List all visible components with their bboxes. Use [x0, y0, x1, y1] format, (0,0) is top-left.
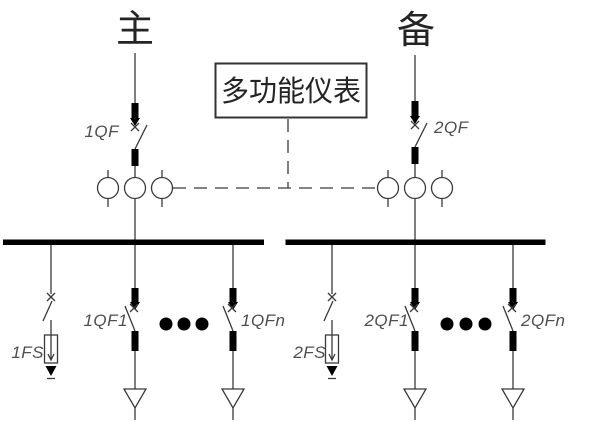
- multifunction-meter-box: 多功能仪表: [173, 62, 377, 189]
- outgoing-arrow-icon: [220, 388, 246, 410]
- incomer1-blade: [134, 124, 148, 150]
- fuse2-terminal-arrow-icon: [326, 366, 338, 376]
- feeder-1qf1: 1QF1: [83, 245, 148, 420]
- main-source-label: 主: [116, 9, 154, 51]
- fuse2-inner-arrow-icon: [328, 353, 336, 362]
- incomer2-label: 2QF: [433, 118, 470, 137]
- incomer1-label: 1QF: [84, 122, 120, 141]
- left-busbar: [3, 239, 264, 245]
- fuse2-blade: [323, 300, 334, 322]
- feeder-2qfn: 2QFn: [500, 245, 566, 420]
- incomer1-drawout-arrow-icon: [130, 118, 140, 126]
- feeder-blade: [124, 305, 136, 332]
- feeder-1qfn-label: 1QFn: [241, 311, 286, 330]
- feeder-blade: [404, 305, 416, 332]
- incomer-1qf: 1QF: [84, 53, 174, 240]
- right-busbar: [285, 239, 546, 245]
- fuse1-blade: [42, 300, 53, 322]
- fuse1-inner-arrow-icon: [47, 353, 55, 362]
- feeder-blade: [222, 305, 234, 332]
- feeder-2qf1-label: 2QF1: [363, 311, 409, 330]
- fuse2-label: 2FS: [292, 343, 326, 362]
- fuse1-terminal-arrow-icon: [45, 366, 57, 376]
- incomer1-contact-bar-top: [131, 103, 139, 119]
- ellipsis-dots-left: [159, 317, 209, 331]
- outgoing-arrow-icon: [402, 388, 428, 410]
- feeder-1qfn: 1QFn: [220, 245, 286, 420]
- backup-source-label: 备: [397, 10, 435, 52]
- ct-circle: [430, 176, 454, 200]
- ellipsis-dots-right: [440, 317, 492, 331]
- ct-circle: [376, 176, 400, 200]
- feeder-blade: [502, 305, 514, 332]
- ct-circle: [123, 176, 147, 200]
- incomer2-contact-bar-top: [411, 101, 419, 117]
- feeder-2qfn-label: 2QFn: [520, 311, 566, 330]
- ct-circle: [150, 176, 174, 200]
- incomer2-blade: [414, 122, 428, 148]
- outgoing-arrow-icon: [122, 388, 148, 410]
- fuse1-label: 1FS: [11, 343, 44, 362]
- fuse-branch-1fs: 1FS: [11, 245, 59, 380]
- fuse-branch-2fs: 2FS: [292, 245, 340, 380]
- incomer-2qf: 2QF: [376, 55, 470, 240]
- meter-box-frame: [214, 62, 368, 119]
- ct-circle: [96, 176, 120, 200]
- ct-circle: [403, 176, 427, 200]
- feeder-2qf1: 2QF1: [363, 245, 428, 420]
- incomer1-contact-bar-bottom: [131, 149, 139, 166]
- meter-box-label: 多功能仪表: [221, 75, 361, 108]
- outgoing-arrow-icon: [500, 388, 526, 410]
- incomer2-drawout-arrow-icon: [410, 116, 420, 124]
- feeder-1qf1-label: 1QF1: [83, 311, 128, 330]
- incomer2-contact-bar-bottom: [411, 147, 419, 164]
